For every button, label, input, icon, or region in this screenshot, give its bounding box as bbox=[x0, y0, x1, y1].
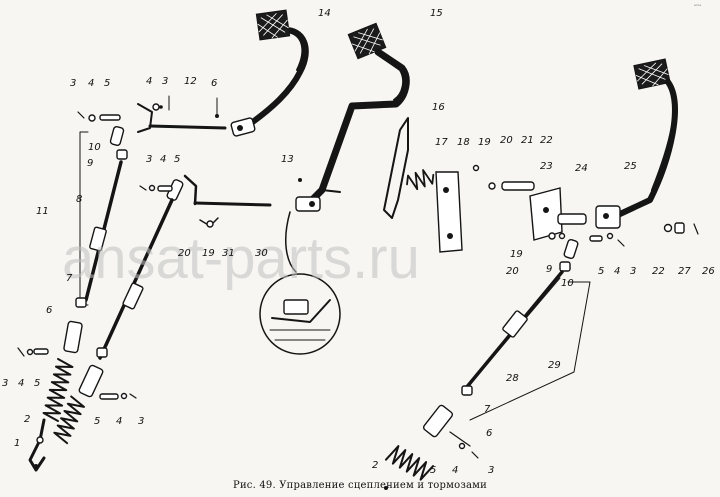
callout-2: 2 bbox=[372, 460, 378, 471]
middle-rod-assembly bbox=[53, 174, 272, 445]
brake-rod-assembly-29 bbox=[384, 238, 591, 490]
callout-23: 23 bbox=[540, 161, 553, 172]
callout-3: 3 bbox=[2, 378, 8, 389]
callout-22: 22 bbox=[652, 266, 665, 277]
callout-25: 25 bbox=[624, 161, 637, 172]
brake-bracket-assembly bbox=[383, 117, 587, 253]
pedal-shaft-12 bbox=[137, 95, 227, 133]
fasteners-left-lower bbox=[17, 347, 49, 357]
callout-17: 17 bbox=[435, 137, 448, 148]
callout-4: 4 bbox=[18, 378, 24, 389]
callout-3: 3 bbox=[138, 416, 144, 427]
callout-19: 19 bbox=[202, 248, 215, 259]
callout-4: 4 bbox=[614, 266, 620, 277]
callout-29: 29 bbox=[548, 360, 561, 371]
callout-30: 30 bbox=[255, 248, 268, 259]
callout-5: 5 bbox=[430, 465, 436, 476]
callout-18: 18 bbox=[457, 137, 470, 148]
callout-4: 4 bbox=[146, 76, 152, 87]
callout-3: 3 bbox=[162, 76, 168, 87]
callout-24: 24 bbox=[575, 163, 588, 174]
callout-3: 3 bbox=[630, 266, 636, 277]
callout-13: 13 bbox=[281, 154, 294, 165]
callout-26: 26 bbox=[702, 266, 715, 277]
callout-5: 5 bbox=[598, 266, 604, 277]
callout-22: 22 bbox=[540, 135, 553, 146]
callout-6: 6 bbox=[486, 428, 492, 439]
figure-caption: Рис. 49. Управление сцеплением и тормоза… bbox=[233, 480, 487, 491]
callout-6: 6 bbox=[211, 78, 217, 89]
watermark-text: ansat-parts.ru bbox=[62, 226, 420, 291]
callout-1: 1 bbox=[14, 438, 20, 449]
accelerator-pedal-assembly bbox=[589, 58, 699, 247]
callout-6: 6 bbox=[46, 305, 52, 316]
callout-8: 8 bbox=[76, 194, 82, 205]
callout-28: 28 bbox=[506, 373, 519, 384]
callout-2: 2 bbox=[24, 414, 30, 425]
callout-15: 15 bbox=[430, 8, 443, 19]
detail-view-circle bbox=[259, 273, 341, 355]
callout-20: 20 bbox=[506, 266, 519, 277]
callout-20: 20 bbox=[178, 248, 191, 259]
callout-3: 3 bbox=[70, 78, 76, 89]
callout-4: 4 bbox=[88, 78, 94, 89]
callout-5: 5 bbox=[34, 378, 40, 389]
callout-4: 4 bbox=[160, 154, 166, 165]
fasteners-top-left bbox=[77, 111, 121, 122]
callout-21: 21 bbox=[521, 135, 534, 146]
callout-11: 11 bbox=[36, 206, 49, 217]
callout-3: 3 bbox=[488, 465, 494, 476]
callout-9: 9 bbox=[546, 264, 552, 275]
callout-9: 9 bbox=[87, 158, 93, 169]
callout-7: 7 bbox=[484, 404, 491, 415]
callout-10: 10 bbox=[561, 278, 574, 289]
callout-7: 7 bbox=[66, 273, 73, 284]
callout-31: 31 bbox=[222, 248, 235, 259]
callout-19: 19 bbox=[510, 249, 523, 260]
callout-19: 19 bbox=[478, 137, 491, 148]
corner-mark: ᵉᵐᵉ bbox=[694, 4, 701, 10]
callout-labels: 14 15 3 4 5 4 3 12 6 10 9 8 11 3 4 5 13 … bbox=[2, 8, 715, 476]
callout-5: 5 bbox=[174, 154, 180, 165]
callout-5: 5 bbox=[104, 78, 110, 89]
callout-3: 3 bbox=[146, 154, 152, 165]
callout-14: 14 bbox=[318, 8, 331, 19]
callout-4: 4 bbox=[452, 465, 458, 476]
callout-27: 27 bbox=[678, 266, 691, 277]
callout-4: 4 bbox=[116, 416, 122, 427]
callout-12: 12 bbox=[184, 76, 197, 87]
callout-20: 20 bbox=[500, 135, 513, 146]
brake-pedal-assembly bbox=[285, 22, 410, 273]
callout-16: 16 bbox=[432, 102, 445, 113]
callout-5: 5 bbox=[94, 416, 100, 427]
clutch-pedal-assembly bbox=[230, 9, 309, 137]
callout-10: 10 bbox=[88, 142, 101, 153]
clutch-rod-assembly-11 bbox=[28, 125, 128, 472]
